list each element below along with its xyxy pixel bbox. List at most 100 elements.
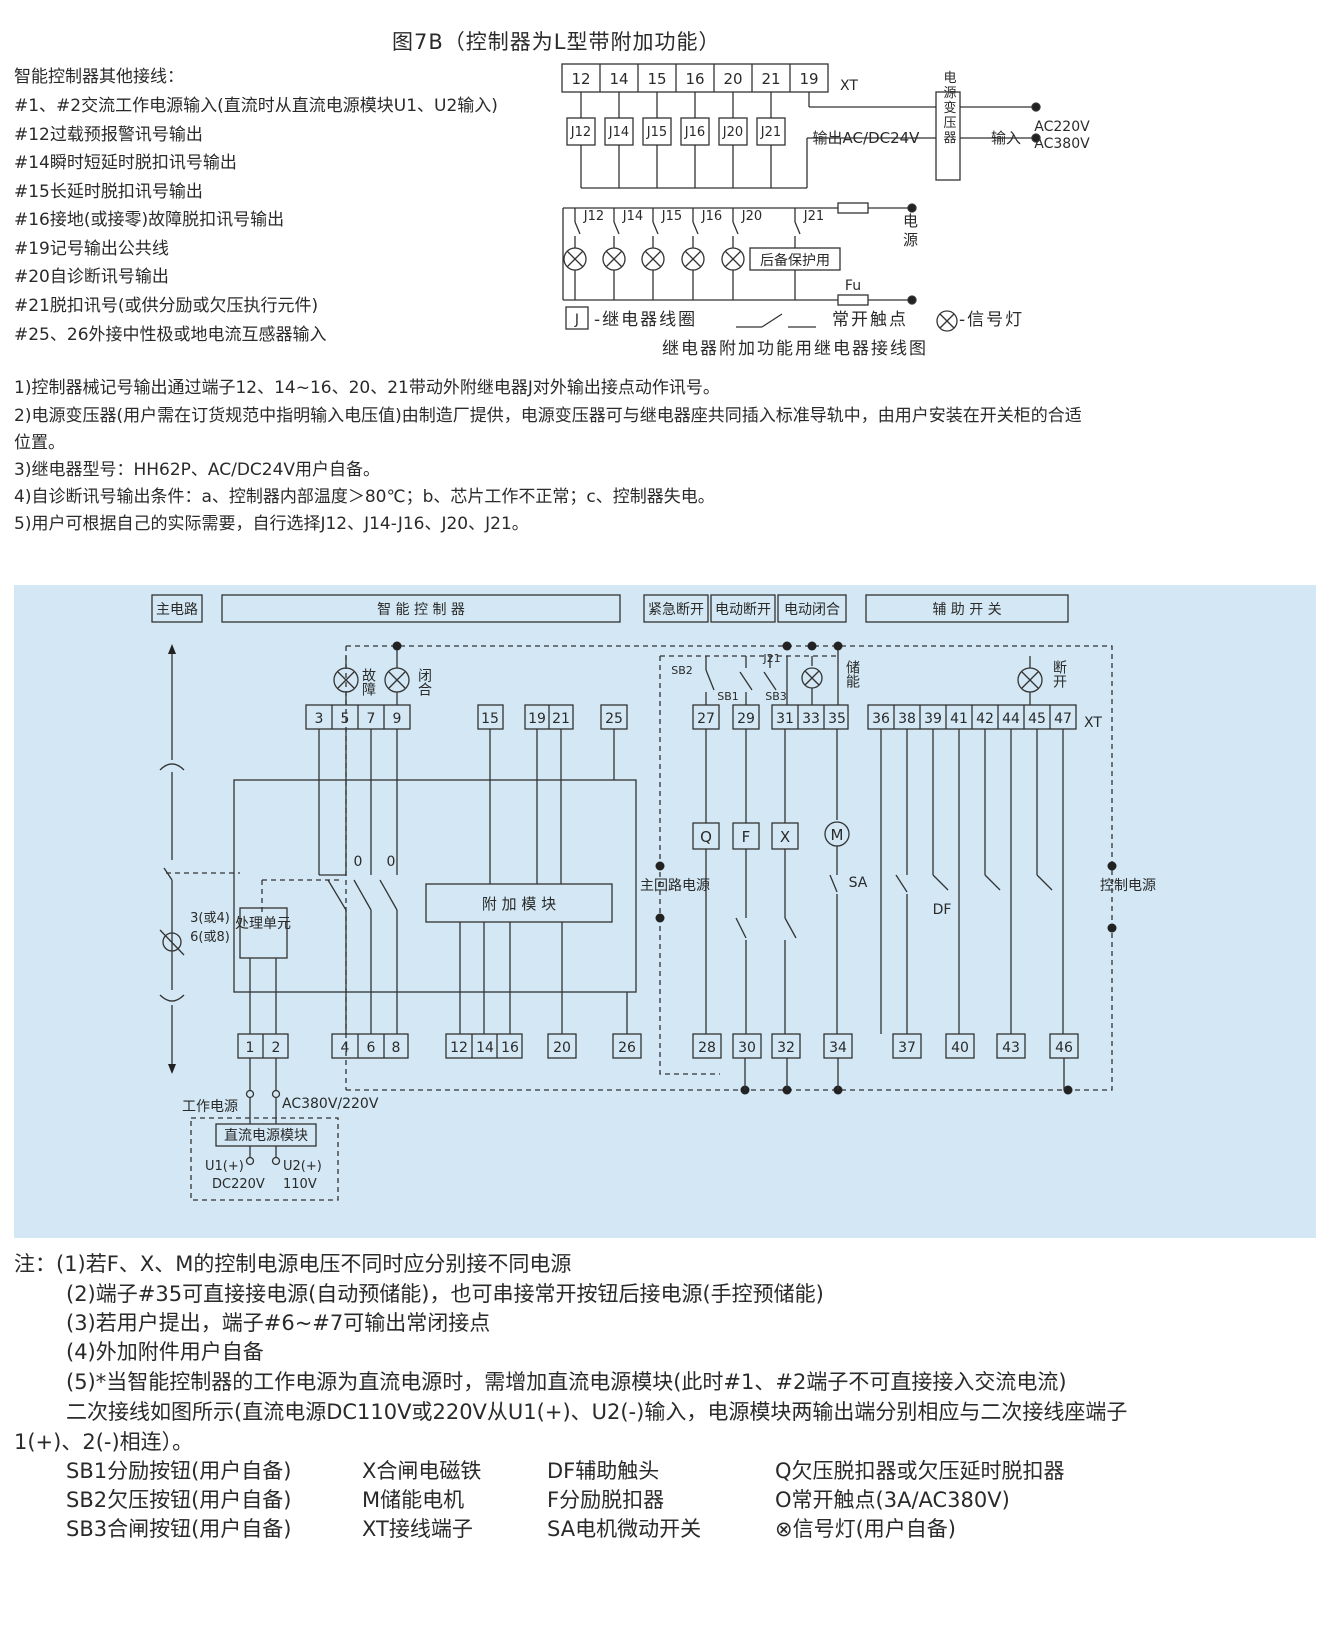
main-circuit-line: [159, 650, 185, 1070]
terminal-label: 29: [737, 711, 755, 727]
xt-label: XT: [840, 78, 858, 94]
terminal-label: 4: [341, 1040, 350, 1056]
coil-f: F: [742, 828, 751, 846]
v110-label: 110V: [283, 1177, 317, 1192]
terminal-label: 21: [552, 711, 570, 727]
legend-item: O常开触点(3A/AC380V): [775, 1488, 1010, 1512]
fault-close-lamps: [333, 650, 410, 705]
bottom-note-line: (3)若用户提出，端子#6~#7可输出常闭接点: [66, 1311, 491, 1335]
legend-coil-box: J: [574, 312, 579, 328]
u2-label: U2(+): [283, 1159, 322, 1174]
sa-label: SA: [849, 875, 868, 891]
relay-legend: [565, 306, 958, 332]
controller-header: 智 能 控 制 器: [377, 602, 465, 618]
power-terminal-dot: [907, 295, 917, 305]
storage-label: 储能: [844, 660, 860, 689]
sb1-label: SB1: [717, 690, 739, 703]
terminal-label: 42: [976, 711, 994, 727]
terminal-label: 46: [1055, 1040, 1073, 1056]
wiring-line: #15长延时脱扣讯号输出: [14, 182, 203, 202]
motor-label: M: [831, 826, 844, 844]
wiring-line: #19记号输出公共线: [14, 239, 169, 259]
legend-item: ⊗信号灯(用户自备): [775, 1517, 956, 1541]
zero-label: 0: [387, 854, 396, 870]
terminal-label: 39: [924, 711, 942, 727]
main-circuit-power-label: 主回路电源: [640, 878, 710, 894]
terminal-label: 5: [341, 711, 350, 727]
terminal-label: 19: [528, 711, 546, 727]
transformer-label: 电源变压器: [941, 71, 957, 146]
input-voltage-1: AC220V: [1034, 119, 1090, 135]
legend-item: M储能电机: [362, 1488, 465, 1512]
terminal-label: 43: [1002, 1040, 1020, 1056]
relay-coil-label: J12: [570, 125, 591, 140]
note-line: 1)控制器械记号输出通过端子12、14~16、20、21带动外附继电器J对外输出…: [14, 378, 720, 398]
work-power-wires: [215, 1058, 317, 1166]
main-wiring-diagram: 主电路 智 能 控 制 器 紧急断开 电动断开 电动闭合 辅 助 开 关: [14, 585, 1316, 1238]
terminal-label: 40: [951, 1040, 969, 1056]
aux-switch-header: 辅 助 开 关: [932, 602, 1001, 618]
wiring-line: #12过载预报警讯号输出: [14, 125, 203, 145]
terminal-label: 38: [898, 711, 916, 727]
relay-coil-label: J21: [760, 125, 781, 140]
relay-diagram-caption: 继电器附加功能用继电器接线图: [662, 339, 928, 359]
terminal-label: 30: [738, 1040, 756, 1056]
legend-item: F分励脱扣器: [547, 1488, 665, 1512]
legend-item: SB3合闸按钮(用户自备): [66, 1517, 292, 1541]
note-line: 位置。: [14, 433, 65, 453]
open-label: 断开: [1051, 660, 1067, 688]
terminal-label: 25: [605, 711, 623, 727]
addon-module-label: 附 加 模 块: [482, 895, 556, 913]
power-terminal-dot: [907, 203, 917, 213]
controller-body: [233, 779, 637, 993]
legend-item: DF辅助触头: [547, 1459, 660, 1483]
electric-off-header: 电动断开: [715, 602, 771, 618]
xt-label: XT: [1084, 715, 1102, 731]
control-switches: [692, 650, 850, 1034]
relay-coils: [566, 117, 786, 146]
relay-terminal-label: 19: [799, 70, 818, 88]
wiring-line: #20自诊断讯号输出: [14, 267, 169, 287]
figure-title: 图7B（控制器为L型带附加功能）: [392, 30, 721, 54]
relay-terminal-label: 21: [761, 70, 780, 88]
contact-label: J14: [622, 209, 643, 224]
terminal-label: 7: [367, 711, 376, 727]
relay-terminal-label: 12: [571, 70, 590, 88]
terminal-label: 47: [1054, 711, 1072, 727]
terminal-label: 34: [829, 1040, 847, 1056]
note-line: 3)继电器型号：HH62P、AC/DC24V用户自备。: [14, 460, 381, 480]
relay-coil-label: J16: [684, 125, 705, 140]
control-power-label: 控制电源: [1100, 878, 1156, 894]
note-line: 5)用户可根据自己的实际需要，自行选择J12、J14-J16、J20、J21。: [14, 514, 529, 534]
relay-coil-label: J20: [722, 125, 743, 140]
terminal-label: 12: [450, 1040, 468, 1056]
terminal-label: 8: [392, 1040, 401, 1056]
terminal-label: 6: [367, 1040, 376, 1056]
bottom-terminal-strip: [237, 1033, 1079, 1090]
controller-wires: [249, 729, 628, 1034]
legend-contact-label: 常开触点: [832, 310, 908, 330]
wiring-line: #25、26外接中性极或地电流互感器输入: [14, 325, 327, 345]
relay-coil-label: J15: [646, 125, 667, 140]
contact-label: J12: [583, 209, 604, 224]
ct-label-2: 6(或8): [190, 930, 230, 945]
aux-switch-contacts: [880, 656, 1064, 1034]
bottom-note-line: 1(+)、2(-)相连）。: [14, 1430, 194, 1454]
dc220-label: DC220V: [212, 1177, 265, 1192]
legend-item: X合闸电磁铁: [362, 1459, 482, 1483]
relay-wiring-diagram: 12 14 15 16 20 21 19 XT: [561, 63, 1090, 359]
work-power-label: 工作电源: [182, 1099, 238, 1115]
sb2-label: SB2: [671, 664, 693, 677]
terminal-label: 45: [1028, 711, 1046, 727]
terminal-label: 27: [697, 711, 715, 727]
other-wiring-heading: 智能控制器其他接线：: [14, 67, 184, 87]
coil-x: X: [780, 828, 790, 846]
terminal-label: 33: [802, 711, 820, 727]
legend-coil-label: -继电器线圈: [594, 310, 697, 330]
relay-contacts-and-lamps: [563, 208, 841, 300]
legend-item: SA电机微动开关: [547, 1517, 702, 1541]
wiring-line: #1、#2交流工作电源输入(直流时从直流电源模块U1、U2输入): [14, 96, 498, 116]
contact-label: J20: [741, 209, 762, 224]
contact-label: J15: [661, 209, 682, 224]
relay-terminal-label: 14: [609, 70, 628, 88]
